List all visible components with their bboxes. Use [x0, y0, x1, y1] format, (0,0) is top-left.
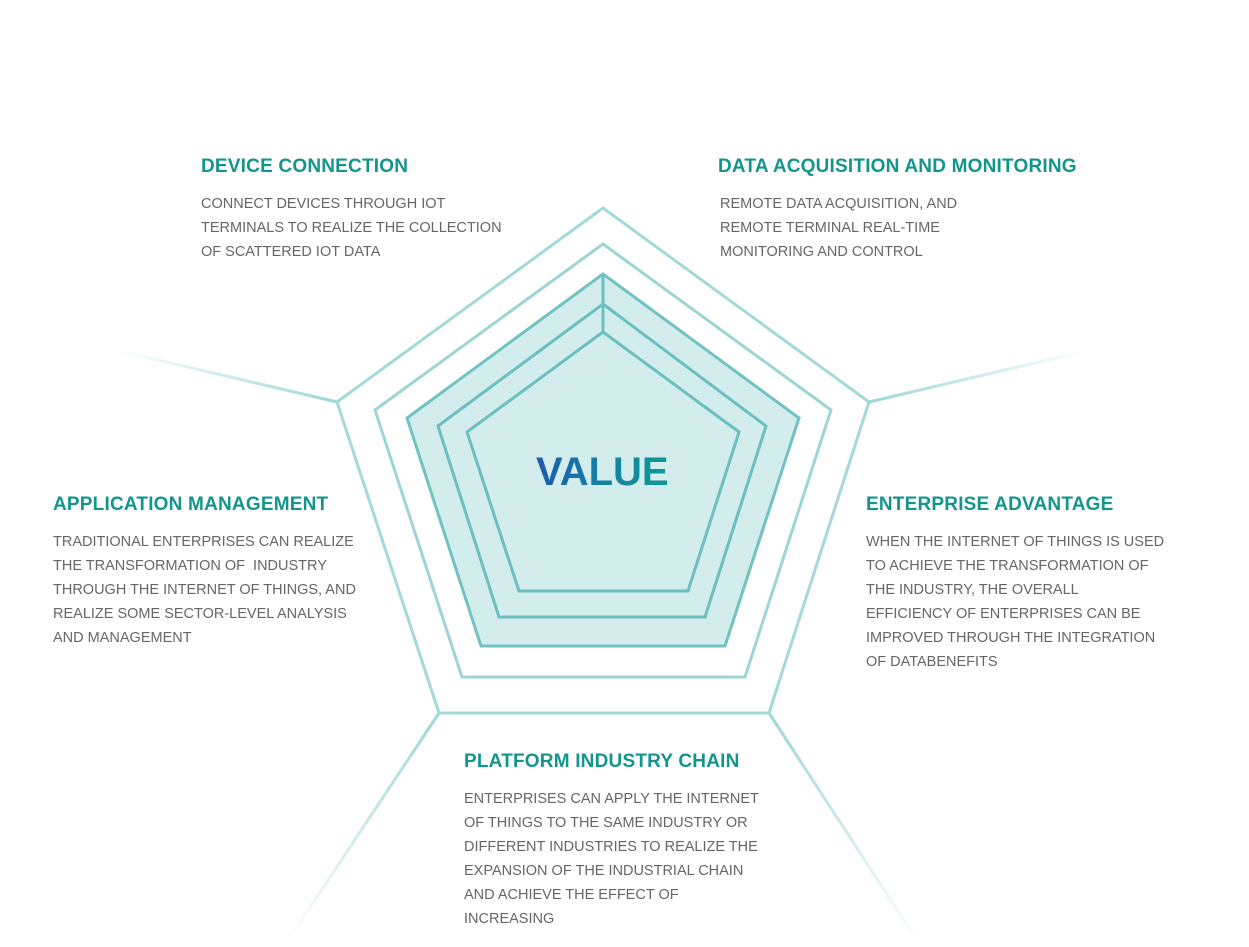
pentagon-ring-4: [436, 302, 768, 619]
axis-bottom-right: [767, 712, 922, 946]
section-title: APPLICATION MANAGEMENT: [53, 494, 329, 515]
section-text: CONNECT DEVICES THROUGH IOT TERMINALS TO…: [201, 196, 502, 260]
section-title: ENTERPRISE ADVANTAGE: [866, 494, 1114, 515]
axis-right: [868, 348, 1091, 404]
section-application-management: APPLICATION MANAGEMENT TRADITIONAL ENTER…: [53, 494, 363, 650]
section-title: DATA ACQUISITION AND MONITORING: [718, 156, 1077, 177]
axis-bottom-left: [283, 712, 441, 946]
section-title: DEVICE CONNECTION: [201, 156, 409, 177]
section-text: ENTERPRISES CAN APPLY THE INTERNET OF TH…: [464, 791, 759, 927]
section-platform-industry-chain: PLATFORM INDUSTRY CHAIN ENTERPRISES CAN …: [464, 751, 759, 931]
center-label: VALUE: [536, 450, 669, 494]
section-text: TRADITIONAL ENTERPRISES CAN REALIZE THE …: [53, 534, 360, 646]
section-data-acquisition: DATA ACQUISITION AND MONITORING REMOTE D…: [718, 156, 1077, 264]
section-enterprise-advantage: ENTERPRISE ADVANTAGE WHEN THE INTERNET O…: [866, 494, 1166, 674]
section-text: WHEN THE INTERNET OF THINGS IS USED TO A…: [866, 534, 1165, 670]
pentagon-ring-5: [465, 330, 741, 593]
section-title: PLATFORM INDUSTRY CHAIN: [464, 751, 740, 772]
pentagon-ring-2: [373, 242, 833, 679]
axis-left: [114, 348, 338, 404]
pentagon-ring-1: [335, 206, 871, 715]
section-text: REMOTE DATA ACQUISITION, AND REMOTE TERM…: [720, 196, 958, 260]
section-device-connection: DEVICE CONNECTION CONNECT DEVICES THROUG…: [201, 156, 511, 264]
